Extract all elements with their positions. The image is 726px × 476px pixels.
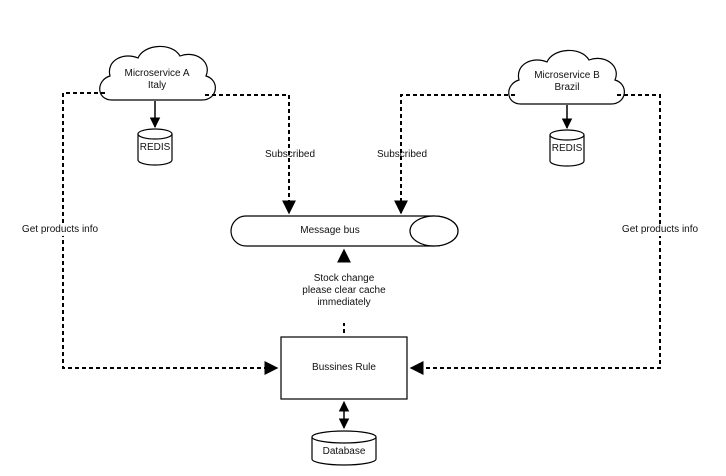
stock-change-line3: immediately (317, 297, 371, 308)
microservice-b-name: Microservice B (534, 70, 600, 81)
subscribed-right-label: Subscribed (376, 149, 428, 160)
message-bus-label: Message bus (300, 225, 360, 236)
get-products-right-label: Get products info (610, 224, 710, 236)
microservice-b-cloud (508, 49, 625, 105)
stock-change-line2: please clear cache (302, 285, 386, 296)
microservice-a-label: Microservice A Italy (112, 68, 202, 92)
redis-b-label: REDIS (551, 143, 583, 154)
stock-change-label: Stock change please clear cache immediat… (284, 273, 404, 309)
microservice-a-cloud (99, 45, 216, 101)
edge-get-products-right (409, 94, 661, 375)
microservice-b-region: Brazil (554, 82, 580, 93)
microservice-a-region: Italy (147, 80, 167, 91)
redis-a-cylinder (137, 128, 173, 166)
microservice-a-name: Microservice A (124, 68, 190, 79)
database-label: Database (322, 446, 366, 457)
stock-change-line1: Stock change (313, 273, 375, 284)
get-products-left-label: Get products info (10, 224, 110, 236)
business-rule-label: Bussines Rule (312, 362, 376, 373)
microservice-b-label: Microservice B Brazil (522, 70, 612, 94)
message-bus-cylinder (230, 215, 459, 247)
redis-a-label: REDIS (139, 142, 171, 153)
business-rule-box (280, 336, 408, 400)
subscribed-left-label: Subscribed (264, 149, 316, 160)
edge-subscribed-left (205, 94, 296, 215)
redis-b-cylinder (549, 129, 585, 167)
edge-subscribed-right (394, 94, 515, 215)
edge-get-products-left (62, 92, 279, 375)
database-cylinder (311, 430, 377, 466)
